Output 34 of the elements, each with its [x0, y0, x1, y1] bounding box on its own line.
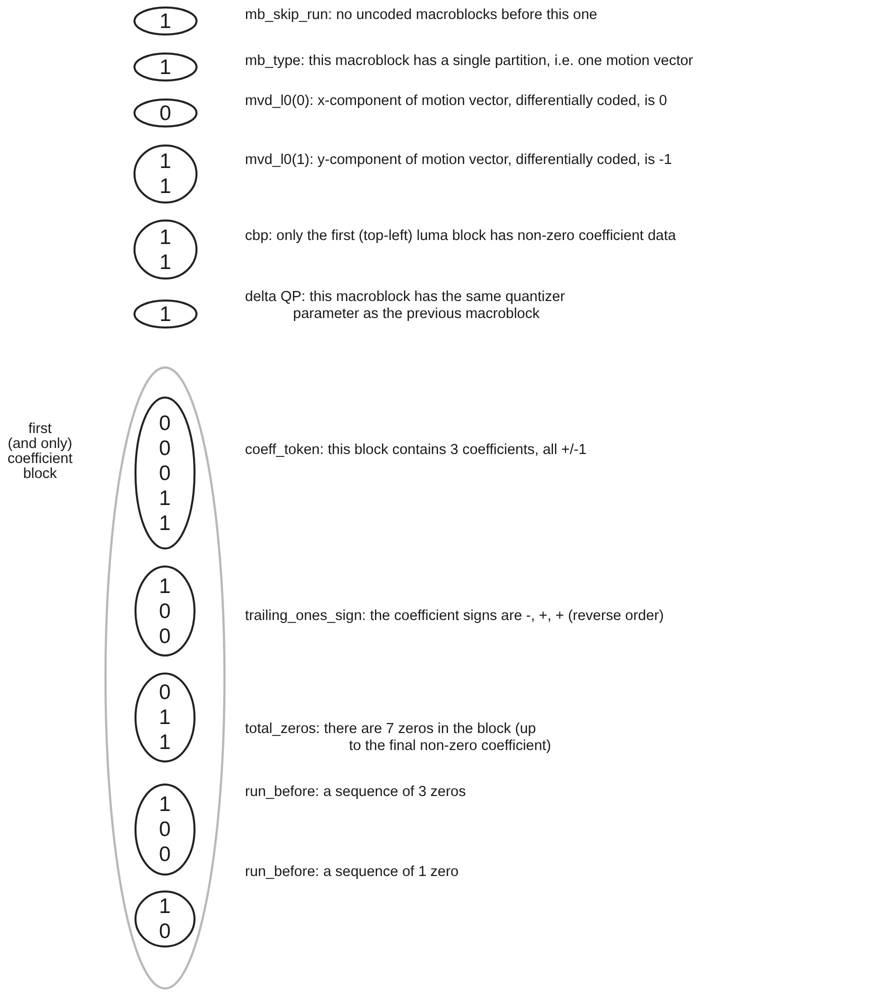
- field-description: mvd_l0(1): y-component of motion vector, differentially coded, is -1: [245, 152, 672, 169]
- bit-value: 1 1: [160, 149, 172, 199]
- bit-value: 1: [160, 302, 172, 326]
- field-description: total_zeros: there are 7 zeros in the block (up to the final non-zero coefficient): [245, 721, 552, 755]
- field-description: run_before: a sequence of 1 zero: [245, 864, 459, 881]
- bit-value: 1 0 0: [159, 574, 171, 648]
- field-description: trailing_ones_sign: the coefficient signs are -, +, + (reverse order): [245, 608, 664, 625]
- bit-value: 1 1: [160, 224, 172, 274]
- bit-ellipse: [134, 890, 196, 948]
- field-description: cbp: only the first (top-left) luma block has non-zero coefficient data: [245, 228, 676, 245]
- field-description: mvd_l0(0): x-component of motion vector, differentially coded, is 0: [245, 93, 668, 110]
- field-description: mb_type: this macroblock has a single partition, i.e. one motion vector: [245, 53, 694, 70]
- bit-value: 1 0 0: [159, 792, 171, 867]
- bit-value: 1 0: [159, 894, 171, 944]
- field-description: run_before: a sequence of 3 zeros: [245, 784, 466, 801]
- field-description: mb_skip_run: no uncoded macroblocks before this one: [245, 7, 598, 24]
- bit-value: 1: [160, 8, 172, 34]
- bit-value: 0: [160, 100, 172, 126]
- bit-ellipse: [133, 52, 198, 82]
- bit-ellipse: [134, 565, 196, 657]
- bit-ellipse: [134, 783, 196, 876]
- bit-ellipse: [133, 144, 198, 204]
- bit-ellipse: [134, 672, 196, 763]
- bit-value: 1: [160, 54, 172, 80]
- bit-value: 0 1 1: [159, 680, 171, 755]
- bit-value: 0 0 0 1 1: [159, 410, 171, 536]
- bit-ellipse: [133, 299, 198, 329]
- bit-ellipse: [133, 219, 198, 280]
- field-description: coeff_token: this block contains 3 coefficients, all +/-1: [245, 442, 587, 459]
- bit-ellipse: [133, 98, 198, 128]
- field-description: delta QP: this macroblock has the same quantizer parameter as the previous macroblock: [245, 289, 565, 323]
- bit-ellipse: [134, 396, 196, 550]
- bit-ellipse: [133, 6, 198, 36]
- group-label: first (and only) coefficient block: [6, 422, 74, 482]
